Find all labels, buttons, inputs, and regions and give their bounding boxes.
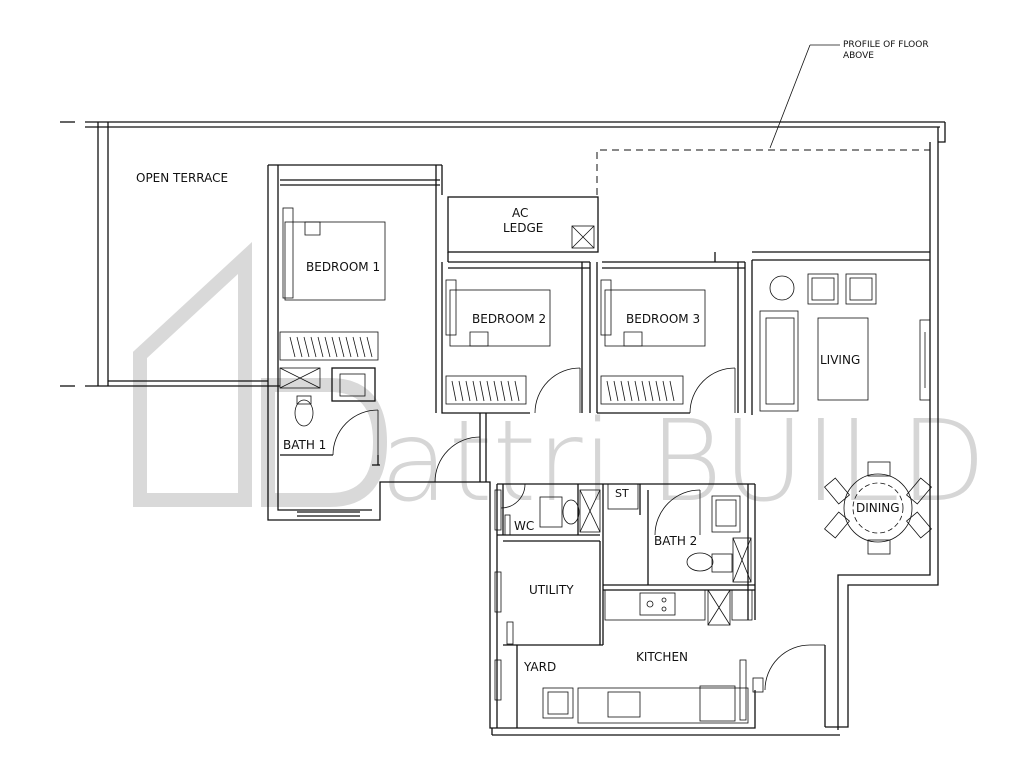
bedroom-2-area	[441, 261, 591, 414]
ac-ledge-area	[447, 196, 599, 253]
kitchen-yard-area	[542, 589, 826, 727]
label-kitchen: KITCHEN	[636, 650, 688, 664]
label-open-terrace: OPEN TERRACE	[136, 171, 228, 185]
bedroom-3-area	[596, 261, 746, 414]
corridor-door	[434, 413, 487, 483]
profile-floor-above	[596, 44, 930, 195]
room-labels: OPEN TERRACE BEDROOM 1 AC LEDGE BEDROOM …	[136, 40, 929, 674]
label-bedroom-1: BEDROOM 1	[306, 260, 380, 274]
label-ac-ledge-line2: LEDGE	[503, 221, 543, 235]
watermark: attri BUILD	[133, 242, 986, 527]
label-wc: WC	[514, 519, 534, 533]
bath-1-area	[279, 367, 380, 466]
label-bedroom-2: BEDROOM 2	[472, 312, 546, 326]
watermark-logo-d	[261, 378, 388, 507]
label-bath-2: BATH 2	[654, 534, 697, 548]
annotation-profile-line1: PROFILE OF FLOOR	[843, 40, 929, 50]
label-living: LIVING	[820, 353, 860, 367]
label-yard: YARD	[523, 660, 556, 674]
bedroom-1-area	[279, 207, 386, 361]
living-area	[447, 251, 931, 415]
annotation-profile-line2: ABOVE	[843, 51, 874, 61]
watermark-logo-shape	[133, 242, 252, 507]
label-dining: DINING	[856, 501, 900, 515]
label-utility: UTILITY	[529, 583, 574, 597]
dining-area	[824, 461, 932, 555]
open-terrace-area	[60, 121, 945, 387]
label-st: ST	[615, 487, 629, 500]
label-bath-1: BATH 1	[283, 438, 326, 452]
label-ac-ledge-line1: AC	[512, 206, 528, 220]
label-bedroom-3: BEDROOM 3	[626, 312, 700, 326]
